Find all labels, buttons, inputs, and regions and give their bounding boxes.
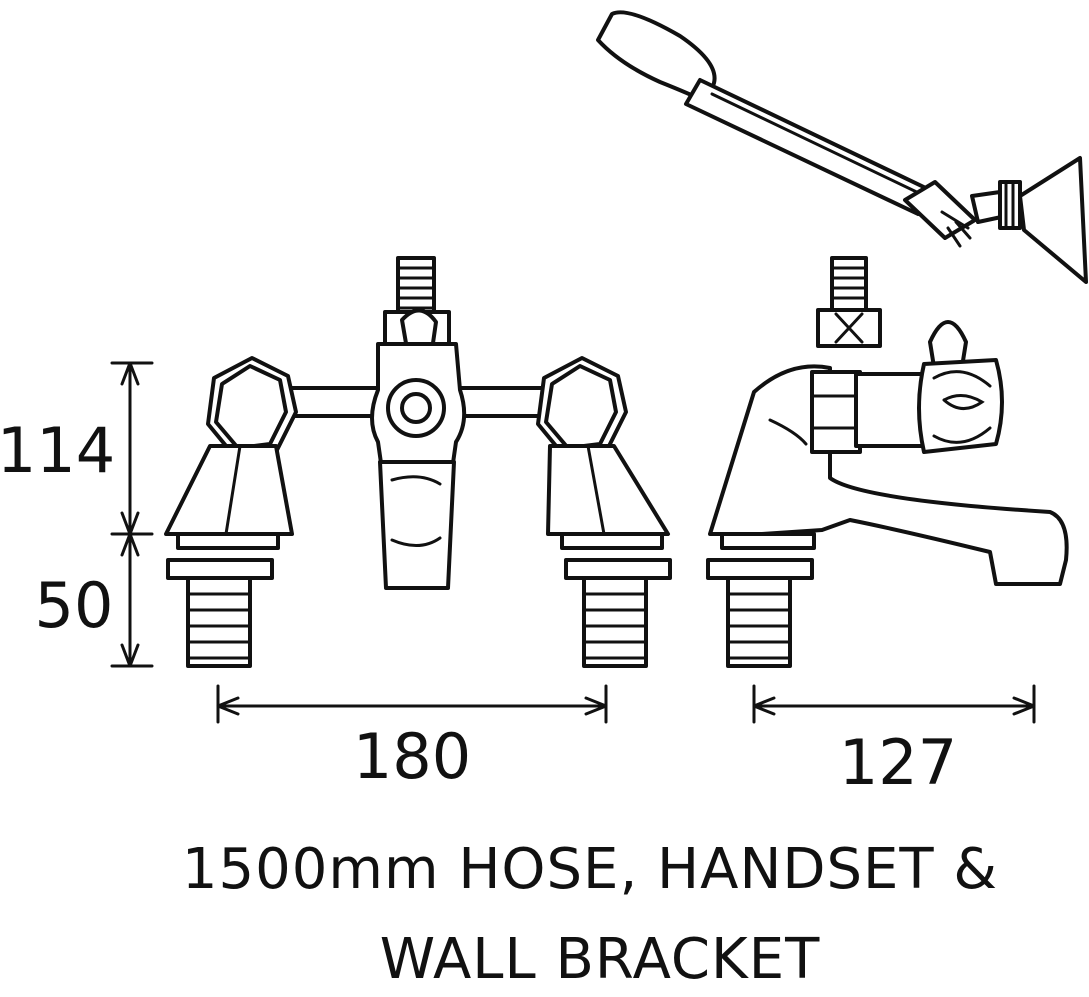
dimension-base-height: 50 <box>35 569 114 642</box>
dimension-side-depth: 127 <box>839 726 957 799</box>
dimension-front-width: 180 <box>353 720 471 793</box>
dimension-body-height: 114 <box>0 414 115 487</box>
front-view <box>164 256 672 668</box>
handset-and-wall-bracket <box>596 10 1088 284</box>
dimension-lines <box>110 361 1036 724</box>
caption-line-1: 1500mm HOSE, HANDSET & <box>182 837 998 902</box>
side-view <box>706 256 1069 668</box>
caption-line-2: WALL BRACKET <box>380 927 821 992</box>
